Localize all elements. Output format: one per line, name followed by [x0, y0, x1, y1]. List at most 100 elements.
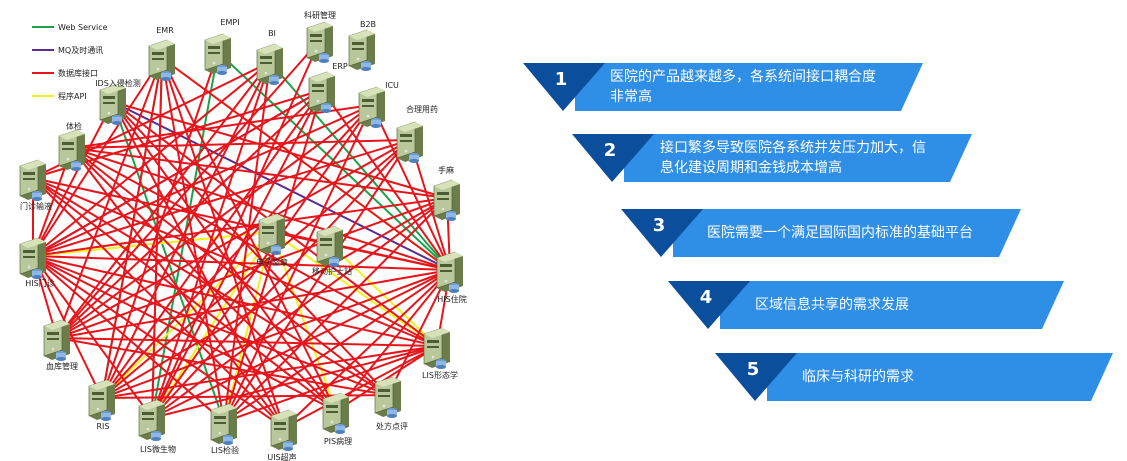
server-node-keyan	[306, 21, 333, 63]
reason-item-3: 3 医院需要一个满足国际国内标准的基础平台	[621, 209, 1025, 257]
connection-erp-ris	[101, 89, 323, 399]
connection-keyan-xkgl	[56, 39, 321, 339]
connection-tijian-lisxt	[71, 147, 438, 347]
server-label-empi: EMPI	[220, 18, 239, 27]
server-node-emr	[148, 39, 175, 81]
server-label-keyan: 科研管理	[304, 10, 336, 20]
server-node-bi	[256, 43, 283, 85]
reason-banner	[621, 209, 1021, 257]
reason-banner	[572, 134, 972, 182]
server-label-bi: BI	[268, 29, 276, 38]
connection-pis-lisxt	[335, 345, 438, 412]
connection-tijian-uis	[71, 147, 285, 429]
server-node-pis	[322, 392, 349, 434]
connection-hiszy-xkgl	[56, 269, 451, 339]
network-nodes: EMREMPIBI科研管理B2BERPICU合理用药手麻HIS住院LIS形态学处…	[19, 10, 467, 461]
server-node-ydhs	[316, 225, 343, 267]
server-node-ids	[99, 83, 126, 125]
server-label-erp: ERP	[332, 62, 348, 71]
connection-keyan-liswsw	[151, 39, 321, 419]
server-node-tijian	[58, 129, 85, 171]
connection-hismz-uis	[32, 255, 285, 429]
connection-tijian-pis	[71, 147, 337, 412]
reason-item-4: 4 区域信息共享的需求发展	[668, 281, 1068, 329]
server-node-shouma	[433, 179, 460, 221]
connection-icu-lisjy	[223, 104, 373, 423]
server-node-lisjy	[210, 403, 237, 445]
server-label-ids: IDS入侵检测	[95, 78, 141, 88]
server-node-empi	[204, 33, 231, 75]
connection-ris-lisxt	[101, 345, 438, 399]
reason-number: 5	[746, 358, 760, 380]
connection-ids-hiszy	[112, 101, 451, 271]
connection-hismz-cfdp	[32, 255, 389, 396]
server-node-erp	[308, 71, 335, 113]
connection-ids-shouma	[112, 101, 448, 199]
server-node-mzxx	[19, 159, 46, 201]
server-node-ris	[88, 379, 115, 421]
connection-mzxx-lisxt	[32, 177, 438, 347]
reason-text: 临床与科研的需求	[802, 369, 914, 385]
server-label-lisxt: LIS形态学	[422, 370, 458, 380]
connection-emr-uis	[161, 57, 285, 429]
server-label-lisjy: LIS检验	[211, 445, 239, 455]
server-label-ris: RIS	[97, 422, 110, 431]
connection-bi-ris	[101, 61, 271, 399]
connection-emr-ris	[101, 57, 163, 399]
reason-number: 4	[699, 286, 713, 308]
connection-emr-pis	[161, 57, 337, 412]
server-label-b2b: B2B	[360, 20, 376, 29]
reason-item-5: 5 临床与科研的需求	[715, 353, 1117, 401]
connection-hiszy-uis	[283, 269, 451, 429]
server-label-tijian: 体检	[66, 121, 82, 131]
server-label-shouma: 手麻	[438, 165, 454, 175]
server-label-heli: 合理用药	[406, 104, 438, 114]
connection-icu-xkgl	[56, 104, 373, 339]
connection-erp-liswsw	[151, 89, 323, 419]
reason-number: 2	[603, 139, 617, 161]
server-node-hismz	[19, 237, 46, 279]
connection-icu-ris	[101, 104, 373, 399]
legend-label: Web Service	[58, 23, 108, 32]
reason-text: 医院需要一个满足国际国内标准的基础平台	[707, 225, 973, 241]
reason-number: 3	[652, 214, 666, 236]
connection-heli-tijian	[71, 139, 411, 149]
connection-lisjy-lisxt	[223, 345, 438, 423]
connection-hiszy-pis	[335, 269, 451, 412]
server-label-icu: ICU	[385, 81, 399, 90]
connection-empi-ris	[101, 51, 219, 399]
connection-hismz-ids	[32, 101, 114, 257]
legend-label: 数据库接口	[58, 68, 98, 78]
server-label-hiszy: HIS住院	[437, 294, 466, 304]
connection-xkgl-lisxt	[56, 337, 438, 347]
server-node-liswsw	[138, 399, 165, 441]
connection-mzxx-uis	[32, 177, 285, 429]
server-label-ydhs: 移动护士站	[312, 266, 352, 276]
server-node-xkgl	[43, 319, 70, 361]
legend-label: 程序API	[58, 91, 87, 101]
connection-uis-lisxt	[283, 345, 438, 429]
connection-ids-cfdp	[112, 101, 389, 396]
reason-text: 区域信息共享的需求发展	[755, 297, 909, 313]
server-label-emr: EMR	[156, 26, 174, 35]
server-node-dzqz	[258, 213, 285, 255]
server-label-hismz: HIS门诊	[25, 278, 54, 288]
server-node-cfdp	[374, 376, 401, 418]
server-label-liswsw: LIS微生物	[140, 444, 176, 454]
server-node-lisxt	[423, 327, 450, 369]
reason-banner	[523, 63, 923, 111]
server-label-pis: PIS病理	[324, 436, 352, 446]
network-edges	[32, 39, 451, 429]
connection-liswsw-lisxt	[151, 345, 438, 419]
connection-hiszy-ris	[101, 269, 451, 399]
server-label-uis: UIS超声	[267, 452, 296, 461]
server-node-uis	[270, 409, 297, 451]
connection-shouma-ris	[101, 197, 448, 399]
reason-number: 1	[554, 68, 568, 90]
server-label-dzqz: 电子签章	[256, 257, 288, 267]
server-label-mzxx: 门诊输液	[20, 201, 52, 211]
server-node-hiszy	[436, 251, 463, 293]
